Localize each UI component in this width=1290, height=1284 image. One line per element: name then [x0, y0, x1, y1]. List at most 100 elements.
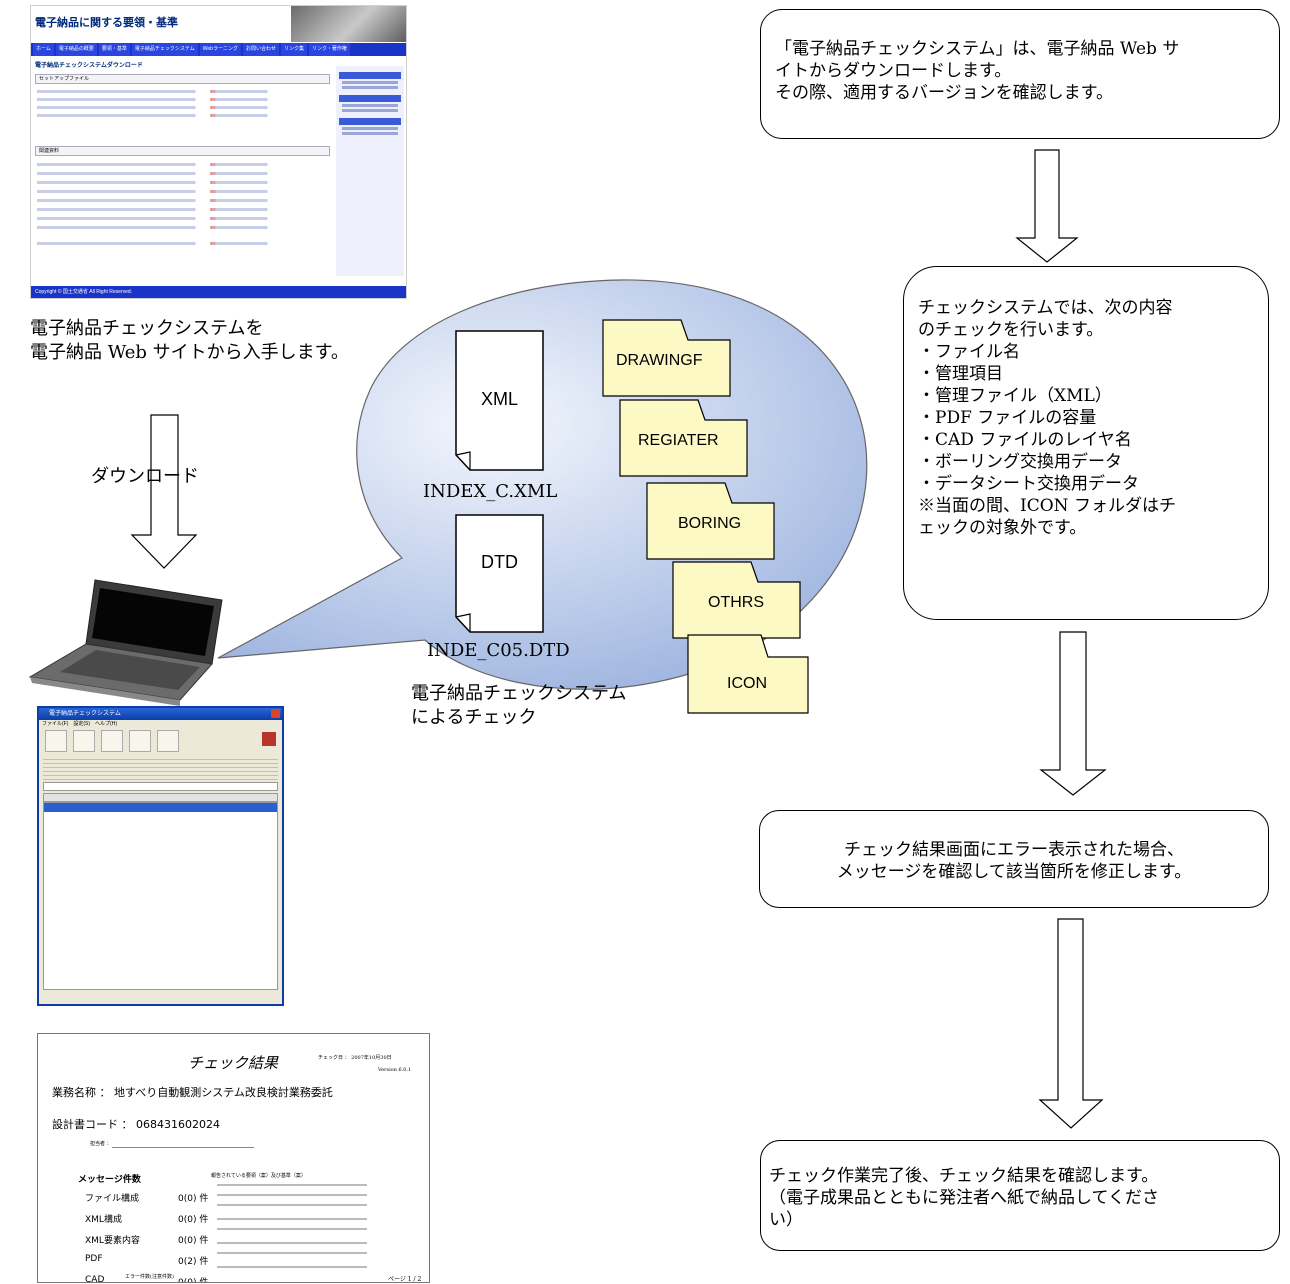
report-row-label: XML構成	[85, 1215, 122, 1225]
website-row	[37, 190, 325, 193]
website-row	[37, 163, 325, 166]
info-box-line: メッセージを確認して該当箇所を修正します。	[836, 862, 1192, 882]
info-box-line: チェック作業完了後、チェック結果を確認します。	[769, 1166, 1159, 1186]
website-section-setup: セットアップファイル	[35, 74, 330, 84]
report-detail-line	[217, 1204, 367, 1206]
folder-label-regiater: REGIATER	[638, 432, 719, 449]
website-page-heading: 電子納品チェックシステムダウンロード	[35, 63, 143, 69]
website-row	[37, 242, 325, 245]
report-detail-line	[217, 1218, 367, 1220]
info-box-line: ェックの対象外です。	[918, 518, 1087, 538]
report-message-count-label: メッセージ件数	[78, 1175, 141, 1185]
info-box-check-items: チェックシステムでは、次の内容 のチェックを行います。 ・ファイル名 ・管理項目…	[903, 266, 1269, 620]
flow-arrow-3	[1038, 918, 1104, 1129]
website-title: 電子納品に関する要領・基準	[35, 17, 178, 29]
toolbar-autocheck-icon	[73, 730, 95, 752]
report-date: チェック日 ： 2007年10月30日	[318, 1055, 392, 1061]
info-box-error-fix: チェック結果画面にエラー表示された場合、 メッセージを確認して該当箇所を修正しま…	[759, 810, 1269, 908]
website-header-image	[291, 6, 406, 42]
website-nav-item: お問い合わせ	[242, 43, 279, 56]
report-heading: 報告されている要領（案）及び基準（案）	[211, 1173, 306, 1179]
bubble-caption: 電子納品チェックシステム によるチェック	[411, 682, 626, 730]
info-box-line: その際、適用するバージョンを確認します。	[775, 83, 1113, 103]
report-page: ページ 1 / 2	[388, 1276, 422, 1283]
laptop-icon	[28, 579, 223, 706]
toolbar-viewer-icon	[129, 730, 151, 752]
report-row-value: 0(0) 件	[178, 1278, 209, 1283]
info-box-line: チェックシステムでは、次の内容	[918, 298, 1173, 318]
website-nav-item: 電子納品チェックシステム	[131, 43, 198, 56]
report-error-note: エラー件数(注意件数)	[125, 1274, 174, 1280]
website-row	[37, 217, 325, 220]
info-box-download: 「電子納品チェックシステム」は、電子納品 Web サ イトからダウンロードします…	[760, 9, 1280, 139]
folder-label-drawingf: DRAWINGF	[616, 352, 703, 369]
info-box-line: ・CAD ファイルのレイヤ名	[918, 430, 1132, 450]
website-screenshot: 電子納品に関する要領・基準 ホーム 電子納品の概要 要領・基準 電子納品チェック…	[30, 5, 407, 299]
report-detail-line	[217, 1266, 367, 1268]
report-version: Version 6.0.1	[378, 1067, 412, 1073]
info-box-line: 「電子納品チェックシステム」は、電子納品 Web サ	[775, 39, 1180, 59]
report-row-label: PDF	[85, 1254, 103, 1264]
website-row	[37, 172, 325, 175]
report-design-code: 設計書コード ： 068431602024	[52, 1118, 220, 1131]
bubble-caption-line: によるチェック	[411, 707, 537, 728]
website-nav-item: リンク集	[280, 43, 307, 56]
toolbar-exit-icon	[157, 730, 179, 752]
website-row	[37, 98, 325, 101]
website-nav-item: 要領・基準	[98, 43, 130, 56]
dtd-icon-label: DTD	[481, 552, 518, 572]
dtd-filename: INDE_C05.DTD	[427, 640, 570, 661]
folder-label-icon: ICON	[727, 675, 767, 692]
report-detail-line	[217, 1228, 367, 1230]
report-detail-line	[217, 1242, 367, 1244]
xml-filename: INDEX_C.XML	[423, 481, 558, 502]
website-section-related: 関連資料	[35, 146, 330, 156]
info-box-line: ・ファイル名	[918, 342, 1020, 362]
website-nav-item: ホーム	[33, 43, 54, 56]
report-row-label: XML要素内容	[85, 1236, 140, 1246]
window-title: 電子納品チェックシステム	[49, 711, 121, 717]
info-box-line: ※当面の間、ICON フォルダはチ	[918, 496, 1176, 516]
report-row-label: ファイル構成	[85, 1194, 140, 1204]
report-row-value: 0(0) 件	[178, 1215, 209, 1225]
report-detail-line	[217, 1252, 367, 1254]
flow-arrow-2	[1039, 631, 1107, 796]
check-result-report: チェック結果 チェック日 ： 2007年10月30日 Version 6.0.1…	[37, 1033, 430, 1283]
info-box-line: （電子成果品とともに発注者へ紙で納品してくださ	[769, 1188, 1159, 1208]
info-box-line: イトからダウンロードします。	[775, 61, 1012, 81]
website-row	[37, 114, 325, 117]
website-footer: Copyright © 国土交通省 All Right Reserved.	[31, 286, 406, 298]
folder-label-boring: BORING	[678, 515, 742, 532]
xml-icon-label: XML	[481, 389, 519, 409]
bubble-caption-line: 電子納品チェックシステム	[411, 683, 627, 704]
website-row	[37, 181, 325, 184]
website-nav-item: Webラーニング	[199, 43, 241, 56]
message-list	[43, 802, 278, 990]
report-row-value: 0(0) 件	[178, 1194, 209, 1204]
flow-arrow-1	[1015, 149, 1079, 263]
window-toolbar	[39, 728, 282, 754]
toolbar-print-icon	[101, 730, 123, 752]
website-nav-item: 電子納品の概要	[55, 43, 97, 56]
info-box-line: チェック結果画面にエラー表示された場合、	[844, 840, 1184, 860]
info-box-line: ・管理ファイル（XML）	[918, 386, 1112, 406]
website-caption-line: 電子納品チェックシステムを	[30, 318, 264, 339]
report-row-label: CAD	[85, 1275, 105, 1283]
info-box-line: のチェックを行います。	[918, 320, 1104, 340]
website-row	[37, 90, 325, 93]
info-box-line: ・管理項目	[918, 364, 1003, 384]
folder-label-othrs: OTHRS	[708, 594, 764, 611]
website-nav: ホーム 電子納品の概要 要領・基準 電子納品チェックシステム Webラーニング …	[31, 43, 406, 56]
report-detail-line	[217, 1194, 367, 1196]
download-arrow	[130, 414, 198, 569]
info-box-line: ・PDF ファイルの容量	[918, 408, 1097, 428]
folder-icon-icon	[687, 634, 809, 714]
dtd-document-icon	[455, 514, 544, 633]
website-caption: 電子納品チェックシステムを 電子納品 Web サイトから入手します。	[30, 317, 349, 365]
report-row-value: 0(0) 件	[178, 1236, 209, 1246]
website-row	[37, 106, 325, 109]
report-detail-line	[217, 1184, 367, 1186]
report-project-name: 業務名称 ： 地すべり自動観測システム改良検討業務委託	[52, 1086, 333, 1099]
website-row	[37, 199, 325, 202]
report-tanto: 担当者 ：	[90, 1141, 112, 1147]
